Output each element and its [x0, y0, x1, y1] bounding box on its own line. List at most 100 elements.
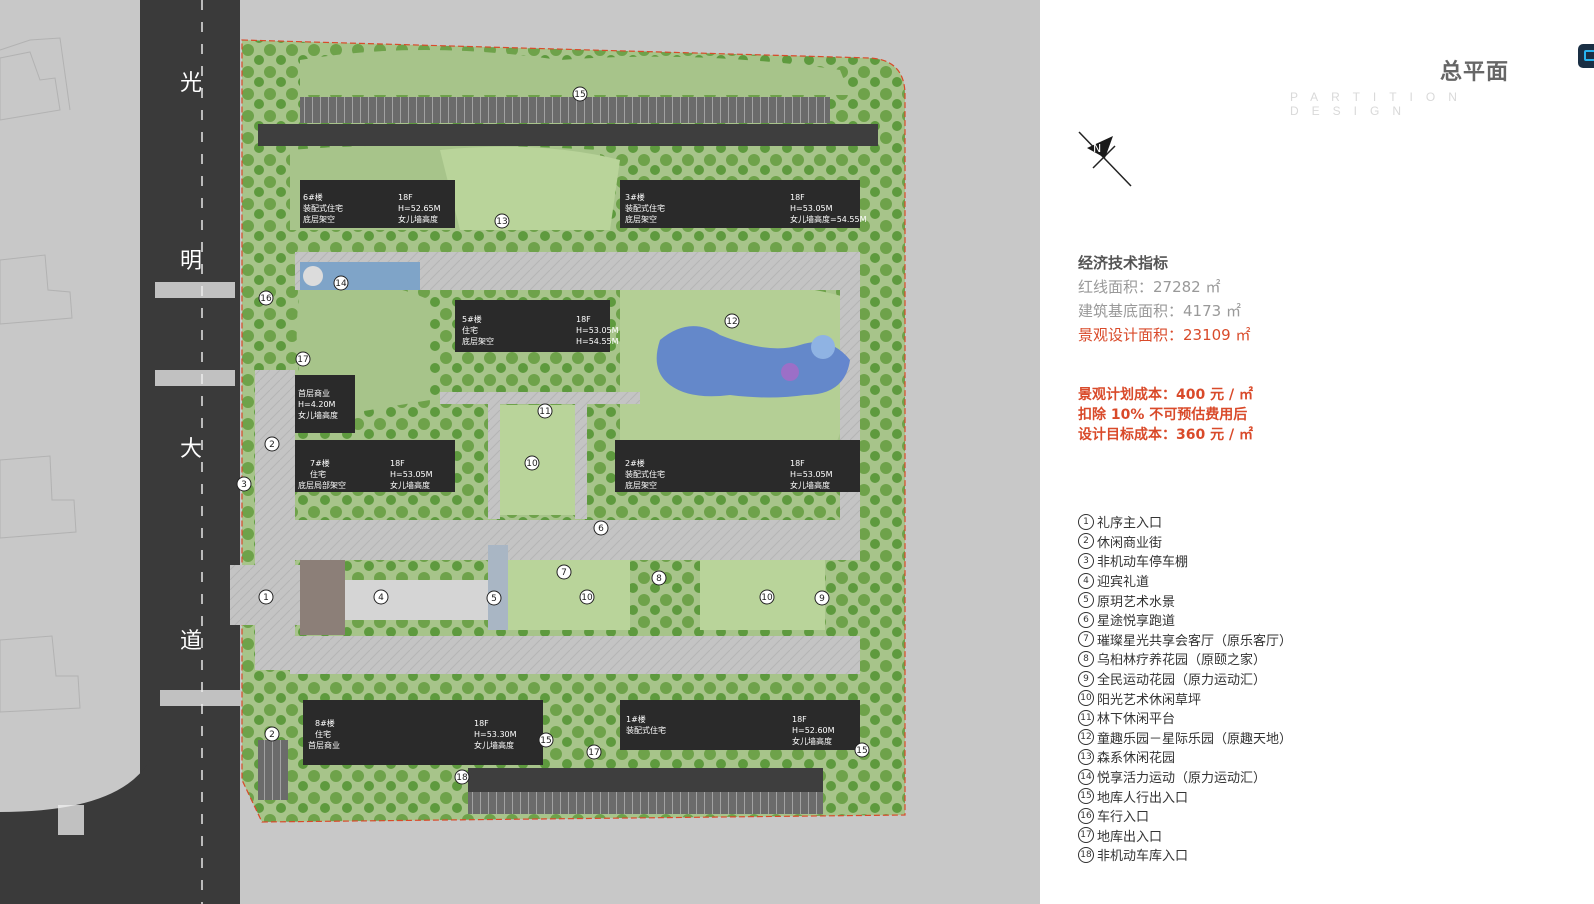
svg-text:18F: 18F	[792, 715, 807, 724]
marker-7[interactable]: 7	[556, 564, 572, 580]
svg-text:住宅: 住宅	[315, 729, 331, 739]
marker-4[interactable]: 4	[373, 589, 389, 605]
building-labels: 6#楼 装配式住宅 底层架空 18F H=52.65M 女儿墙高度 3#楼 装配…	[298, 192, 867, 750]
svg-text:住宅: 住宅	[310, 469, 326, 479]
legend-label: 星途悦享跑道	[1097, 614, 1176, 630]
legend-label: 非机动车停车棚	[1097, 555, 1189, 571]
svg-text:9: 9	[819, 594, 825, 604]
road-name-char-3: 大	[180, 437, 202, 462]
menu-icon[interactable]	[1578, 44, 1594, 68]
svg-text:2#楼: 2#楼	[625, 458, 645, 468]
road-name-char-2: 明	[180, 249, 202, 274]
art-water-feature	[488, 545, 508, 630]
svg-text:11: 11	[539, 407, 550, 417]
legend-label: 地库出入口	[1097, 829, 1163, 845]
svg-text:女儿墙高度: 女儿墙高度	[474, 740, 514, 750]
footprint-area: 建筑基底面积：4173 ㎡	[1078, 302, 1241, 320]
svg-text:H=53.05M: H=53.05M	[790, 204, 833, 213]
svg-text:18: 18	[456, 773, 468, 783]
site-plan-map[interactable]: 光 明 大 道	[0, 0, 1040, 904]
svg-text:2: 2	[269, 440, 275, 450]
legend-number: 11	[1078, 709, 1094, 726]
legend-number: 10	[1078, 690, 1094, 707]
marker-15[interactable]: 15	[854, 742, 870, 758]
crosswalks	[58, 282, 240, 835]
marker-10[interactable]: 10	[759, 589, 775, 605]
starry-playground[interactable]	[656, 326, 850, 398]
marker-18[interactable]: 18	[454, 769, 470, 785]
marker-6[interactable]: 6	[593, 520, 609, 536]
svg-text:首层商业: 首层商业	[298, 388, 330, 398]
svg-text:装配式住宅: 装配式住宅	[626, 725, 666, 735]
marker-15[interactable]: 15	[572, 86, 588, 102]
indicators-heading: 经济技术指标	[1078, 254, 1169, 272]
marker-2[interactable]: 2	[264, 436, 280, 452]
building-3	[620, 180, 860, 228]
road-name-char-4: 道	[180, 629, 202, 654]
marker-3[interactable]: 3	[236, 476, 252, 492]
building-1	[620, 700, 860, 750]
marker-11[interactable]: 11	[537, 403, 553, 419]
svg-text:15: 15	[574, 90, 585, 100]
svg-text:6#楼: 6#楼	[303, 192, 323, 202]
svg-text:底层局部架空: 底层局部架空	[298, 480, 346, 490]
marker-16[interactable]: 16	[258, 290, 274, 306]
legend-number: 4	[1078, 572, 1094, 589]
svg-text:住宅: 住宅	[462, 325, 478, 335]
marker-2[interactable]: 2	[264, 726, 280, 742]
legend-number: 16	[1078, 807, 1094, 824]
building-2	[615, 440, 860, 492]
marker-14[interactable]: 14	[333, 275, 349, 291]
building-5	[455, 300, 610, 352]
marker-8[interactable]: 8	[651, 570, 667, 586]
legend-label: 悦享活力运动（原力运动汇）	[1097, 771, 1267, 787]
legend-number: 15	[1078, 788, 1094, 805]
north-arrow-icon: N	[1078, 131, 1132, 187]
legend-label: 地库人行出入口	[1097, 790, 1189, 806]
marker-12[interactable]: 12	[724, 313, 740, 329]
svg-text:女儿墙高度: 女儿墙高度	[398, 214, 438, 224]
svg-text:H=52.60M: H=52.60M	[792, 726, 835, 735]
neighbouring-blocks	[0, 37, 81, 713]
building-6	[300, 180, 455, 228]
marker-9[interactable]: 9	[814, 590, 830, 606]
guangming-avenue	[140, 0, 240, 904]
target-cost: 设计目标成本：360 元 / ㎡	[1078, 427, 1253, 443]
marker-10[interactable]: 10	[579, 589, 595, 605]
marker-10[interactable]: 10	[524, 455, 540, 471]
marker-5[interactable]: 5	[486, 590, 502, 606]
cost-deduction: 扣除 10% 不可预估费用后	[1078, 407, 1248, 423]
legend-number: 17	[1078, 827, 1094, 844]
marker-15[interactable]: 15	[538, 732, 554, 748]
legend-number: 1	[1078, 513, 1094, 530]
welcome-avenue	[345, 580, 490, 620]
marker-1[interactable]: 1	[258, 589, 274, 605]
marker-13[interactable]: 13	[494, 213, 510, 229]
legend-label: 璀璨星光共享会客厅（原乐客厅）	[1097, 633, 1293, 649]
marker-17[interactable]: 17	[586, 744, 602, 760]
building-7-commercial	[295, 375, 355, 433]
plan-markers: 1 2 2 3 4 5 6 7 8 9 10 10 10 11 12 13 14…	[236, 86, 870, 785]
legend-label: 原玥艺术水景	[1097, 594, 1176, 610]
svg-text:18F: 18F	[390, 459, 405, 468]
svg-text:18F: 18F	[398, 193, 413, 202]
legend-label: 车行入口	[1097, 810, 1150, 826]
playground-dome	[811, 335, 835, 359]
marker-17[interactable]: 17	[295, 351, 311, 367]
legend-label: 乌桕林疗养花园（原颐之家）	[1097, 653, 1267, 669]
svg-text:18F: 18F	[576, 315, 591, 324]
svg-text:5#楼: 5#楼	[462, 314, 482, 324]
legend-label: 阳光艺术休闲草坪	[1097, 692, 1202, 708]
svg-text:H=53.05M: H=53.05M	[790, 470, 833, 479]
svg-text:装配式住宅: 装配式住宅	[303, 203, 343, 213]
